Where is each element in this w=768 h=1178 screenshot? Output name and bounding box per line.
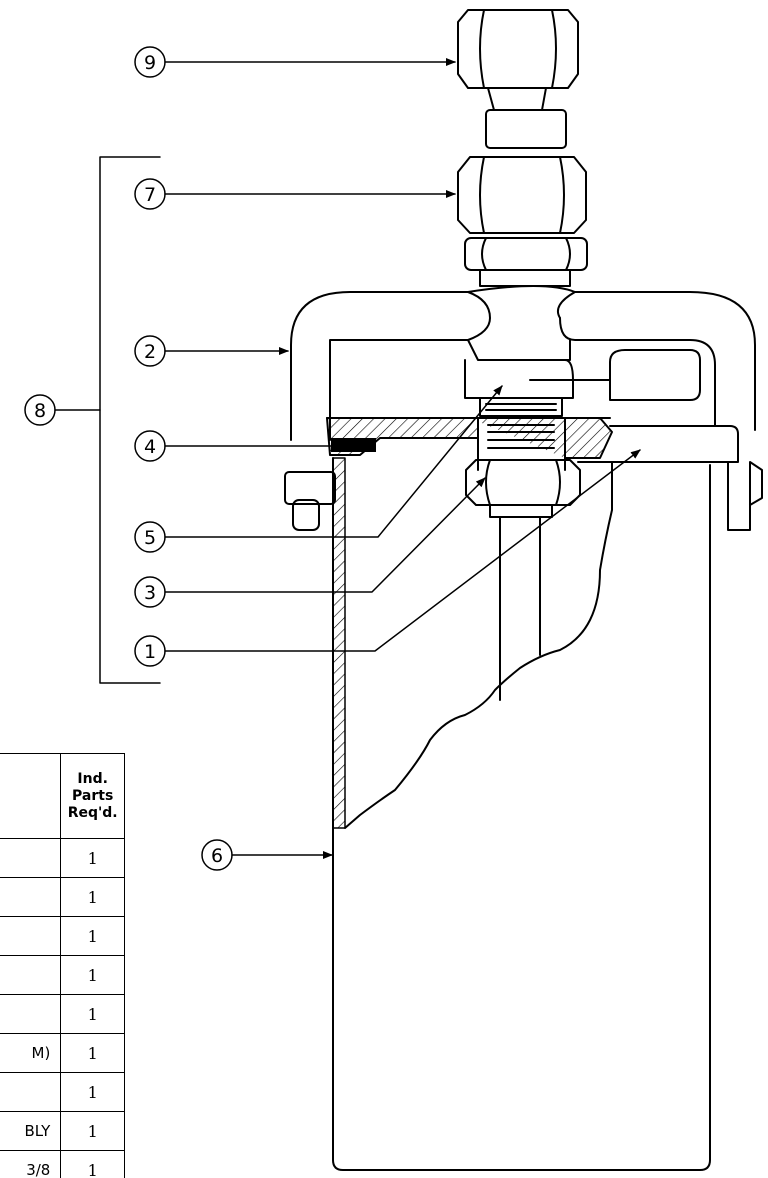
qty-header-line-1: Ind. [77,770,108,787]
row-quantity: 1 [60,877,125,917]
table-row: 1 [0,994,125,1034]
callout-6-label: 6 [211,845,223,867]
table-row: 1 [0,955,125,995]
callout-2-circle [134,335,166,367]
callout-9-circle [134,46,166,78]
part-9-hex-fitting [457,9,579,149]
callout-8-circle [24,394,56,426]
part-2-yoke [284,285,763,531]
description-header [0,753,62,839]
row-description [0,838,62,878]
row-description [0,1072,62,1112]
callout-1-circle [134,635,166,667]
callout-9-label: 9 [144,52,156,74]
row-description [0,955,62,995]
callout-7-label: 7 [144,184,156,206]
part-3-lower-nut [465,459,581,701]
row-quantity: 1 [60,1111,125,1151]
row-quantity: 1 [60,916,125,956]
qty-header-line-2: Parts [72,787,114,804]
table-row: M)1 [0,1033,125,1073]
part-5-bushing [479,397,563,449]
callout-3-label: 3 [144,582,156,604]
qty-header-line-3: Req'd. [67,804,118,821]
row-quantity: 1 [60,955,125,995]
row-quantity: 1 [60,994,125,1034]
row-description [0,877,62,917]
row-description [0,916,62,956]
leader-5 [164,385,503,538]
row-quantity: 1 [60,1033,125,1073]
part-8-bracket [99,156,161,684]
leader-3 [164,477,486,593]
qty-header: Ind. Parts Req'd. [60,753,125,839]
callout-7-circle [134,178,166,210]
callout-1-label: 1 [144,641,156,663]
callout-4-circle [134,430,166,462]
table-row: 1 [0,838,125,878]
row-description: 3/8 [0,1150,62,1178]
part-7-hex-nut [457,156,588,287]
row-description: BLY [0,1111,62,1151]
row-quantity: 1 [60,838,125,878]
leader-1 [164,449,641,652]
row-quantity: 1 [60,1150,125,1178]
part-4-gasket [331,438,376,452]
table-row: 1 [0,877,125,917]
row-quantity: 1 [60,1072,125,1112]
callout-5-circle [134,521,166,553]
row-description: M) [0,1033,62,1073]
callout-5-label: 5 [144,527,156,549]
part-6-canister [332,457,711,1171]
table-row: 1 [0,1072,125,1112]
callout-4-label: 4 [144,436,156,458]
callout-3-circle [134,576,166,608]
table-row: 1 [0,916,125,956]
row-description [0,994,62,1034]
callout-2-label: 2 [144,341,156,363]
callout-8-label: 8 [34,400,46,422]
callout-6-circle [201,839,233,871]
